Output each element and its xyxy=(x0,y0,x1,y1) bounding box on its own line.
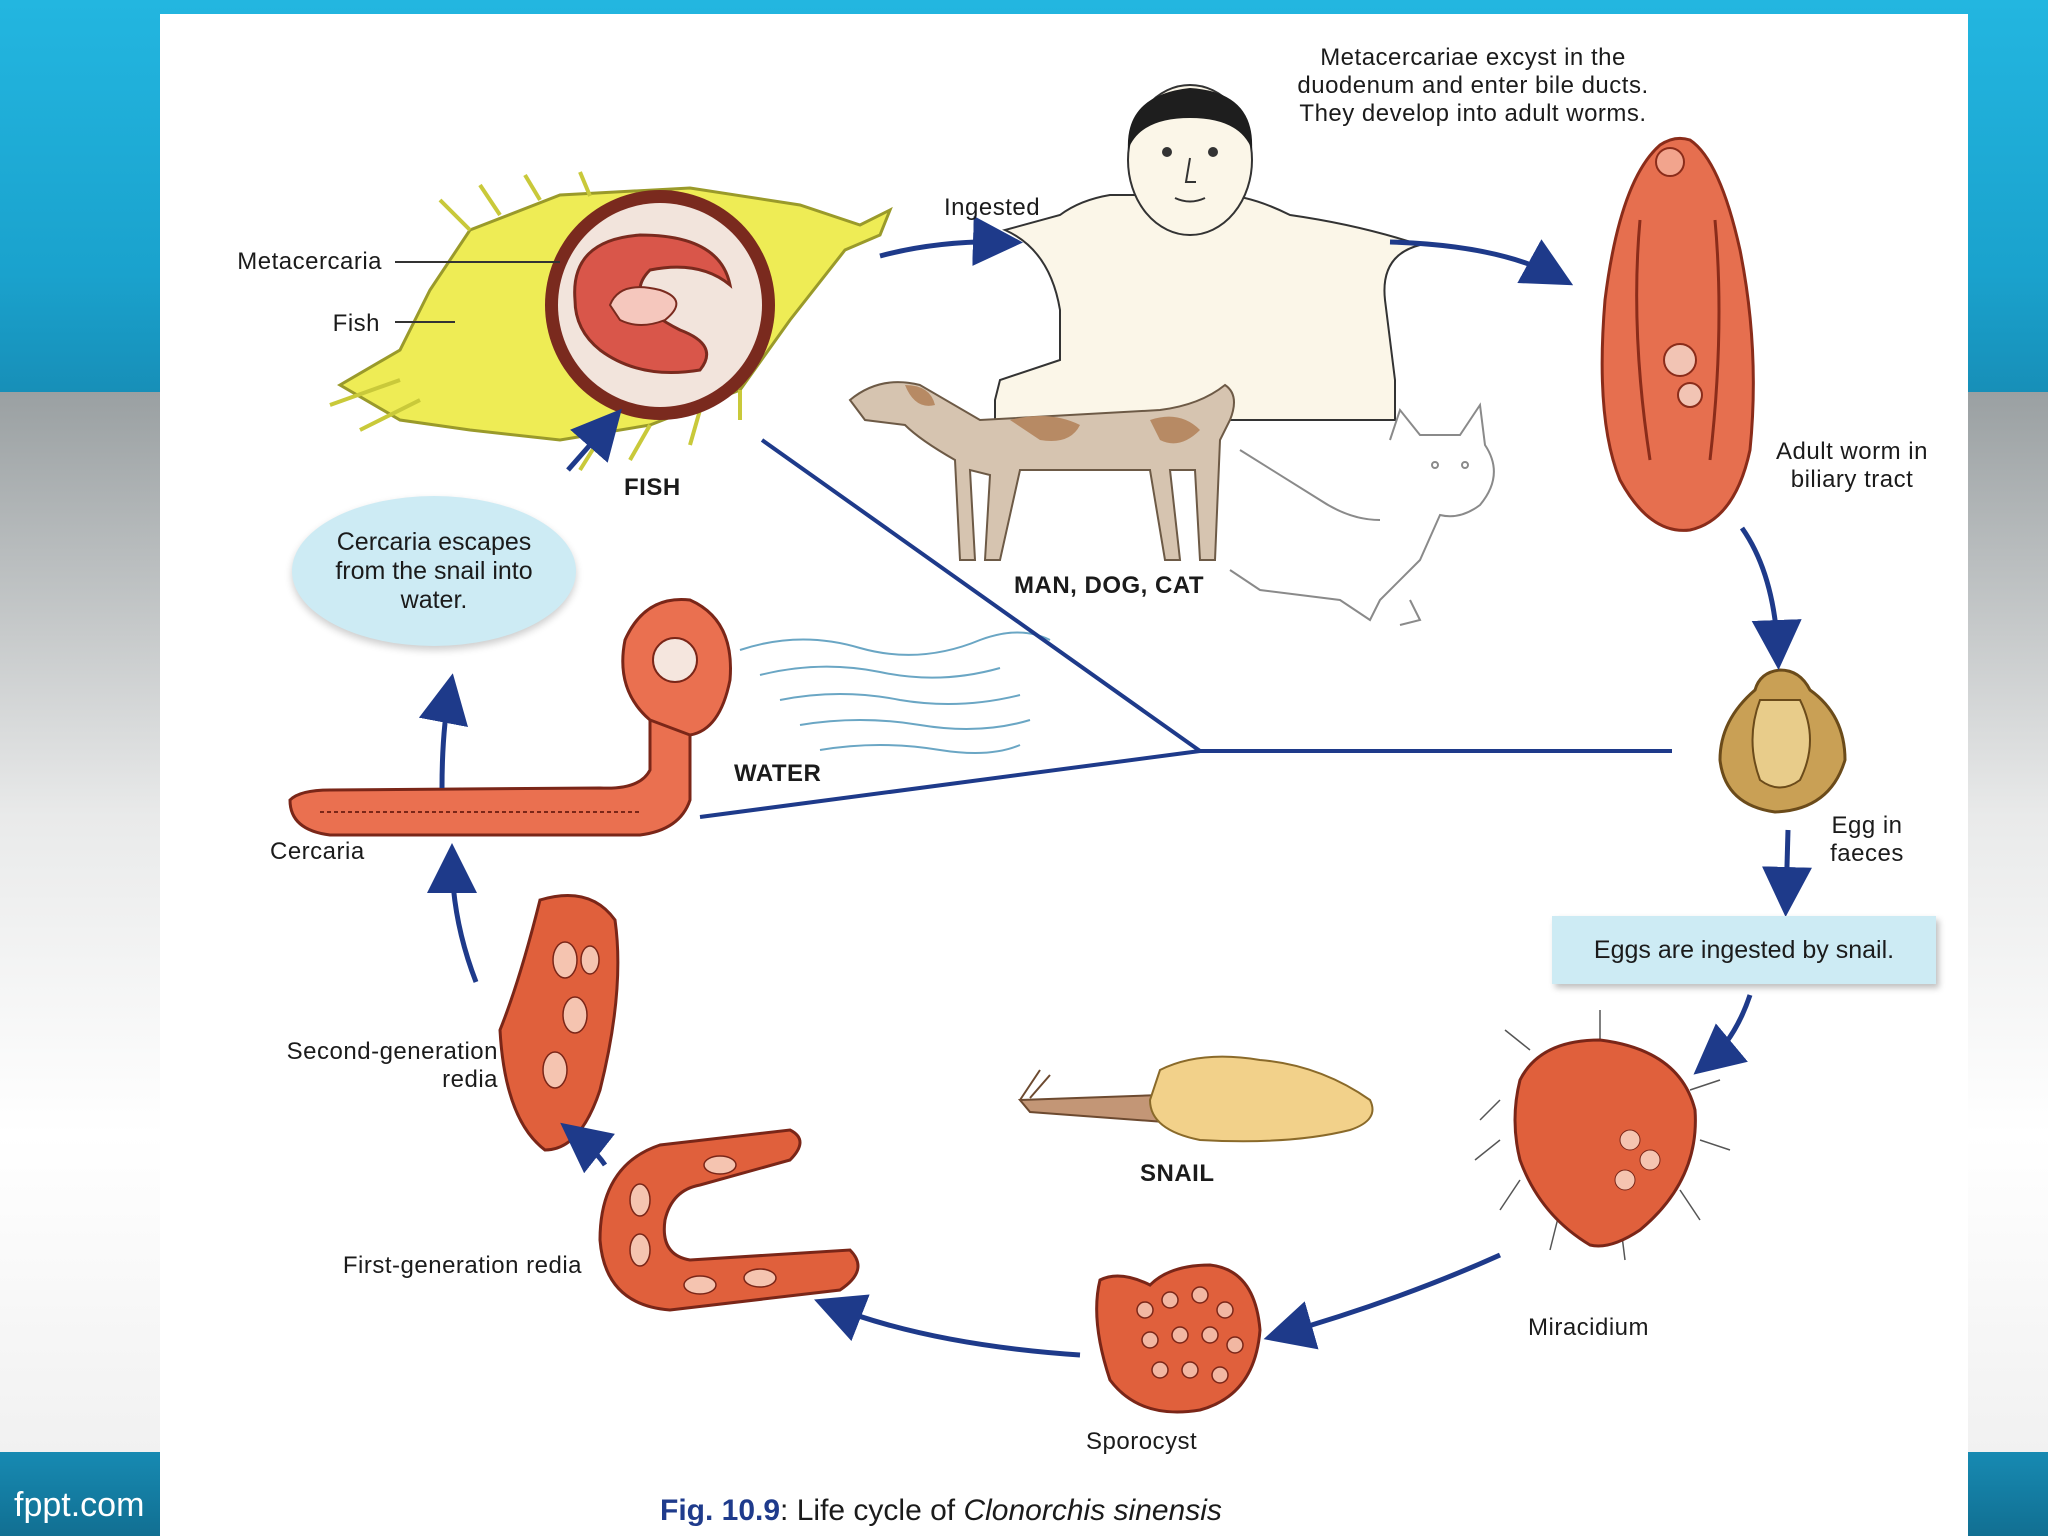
label-first-redia: First-generation redia xyxy=(342,1252,582,1279)
cat-illustration xyxy=(1229,402,1495,626)
label-adult-worm: Adult worm in biliary tract xyxy=(1776,438,1928,493)
label-snail: SNAIL xyxy=(1140,1160,1215,1187)
sporocyst-illustration xyxy=(1095,1263,1262,1414)
fish-illustration xyxy=(329,171,893,472)
miracidium-illustration xyxy=(1474,1010,1731,1261)
cercaria-illustration xyxy=(288,598,732,837)
label-water: WATER xyxy=(734,760,822,787)
second-generation-redia-illustration xyxy=(498,894,620,1152)
habitat-divider-lines xyxy=(699,438,1672,819)
species-name: Clonorchis sinensis xyxy=(963,1494,1222,1527)
egg-illustration xyxy=(1718,668,1847,814)
arrow-miracidium-to-sporocyst xyxy=(1263,1252,1502,1350)
arrow-fish-to-host xyxy=(879,215,1023,266)
arrow-cercaria-to-water xyxy=(418,673,469,789)
cercaria-escape-bubble: Cercaria escapes from the snail into wat… xyxy=(292,496,576,646)
label-ingested: Ingested xyxy=(944,194,1041,221)
arrow-egg-to-snail xyxy=(1761,829,1812,917)
label-fish: Fish xyxy=(332,310,380,337)
label-egg: Egg in faeces xyxy=(1830,812,1904,867)
caption-text: : Life cycle of xyxy=(780,1494,964,1527)
cycle-arrows xyxy=(418,215,1812,1358)
man-illustration xyxy=(994,84,1424,421)
adult-worm-illustration xyxy=(1600,136,1755,532)
egg-ingestion-text: Eggs are ingested by snail. xyxy=(1593,935,1895,964)
cercaria-escape-text: Cercaria escapes from the snail into wat… xyxy=(335,527,533,614)
label-excyst: Metacercariae excyst in the duodenum and… xyxy=(1297,44,1649,127)
label-fish-caption: FISH xyxy=(624,474,681,501)
label-hosts: MAN, DOG, CAT xyxy=(1014,572,1205,599)
dog-illustration xyxy=(848,381,1235,561)
egg-ingestion-note: Eggs are ingested by snail. xyxy=(1552,916,1936,984)
water-illustration xyxy=(739,631,1051,755)
label-second-redia: Second-generation redia xyxy=(286,1038,498,1093)
label-sporocyst: Sporocyst xyxy=(1086,1428,1198,1455)
arrow-first-redia-to-second xyxy=(560,1122,615,1174)
arrow-water-to-fish xyxy=(566,408,622,472)
arrow-second-redia-to-cercaria xyxy=(427,843,479,983)
brand-watermark: fppt.com xyxy=(14,1486,145,1524)
arrow-host-to-adult xyxy=(1389,239,1574,286)
label-cercaria: Cercaria xyxy=(270,838,365,865)
figure-caption: Fig. 10.9: Life cycle of Clonorchis sine… xyxy=(660,1494,1222,1528)
arrow-snail-to-miracidium xyxy=(1693,994,1753,1075)
arrow-sporocyst-to-first-redia xyxy=(814,1294,1081,1358)
label-metacercaria: Metacercaria xyxy=(237,248,382,275)
arrow-adult-to-egg xyxy=(1739,526,1802,670)
first-generation-redia-illustration xyxy=(598,1128,860,1312)
snail-illustration xyxy=(1017,1055,1374,1143)
label-miracidium: Miracidium xyxy=(1528,1314,1650,1341)
figure-number: Fig. 10.9 xyxy=(660,1494,781,1527)
